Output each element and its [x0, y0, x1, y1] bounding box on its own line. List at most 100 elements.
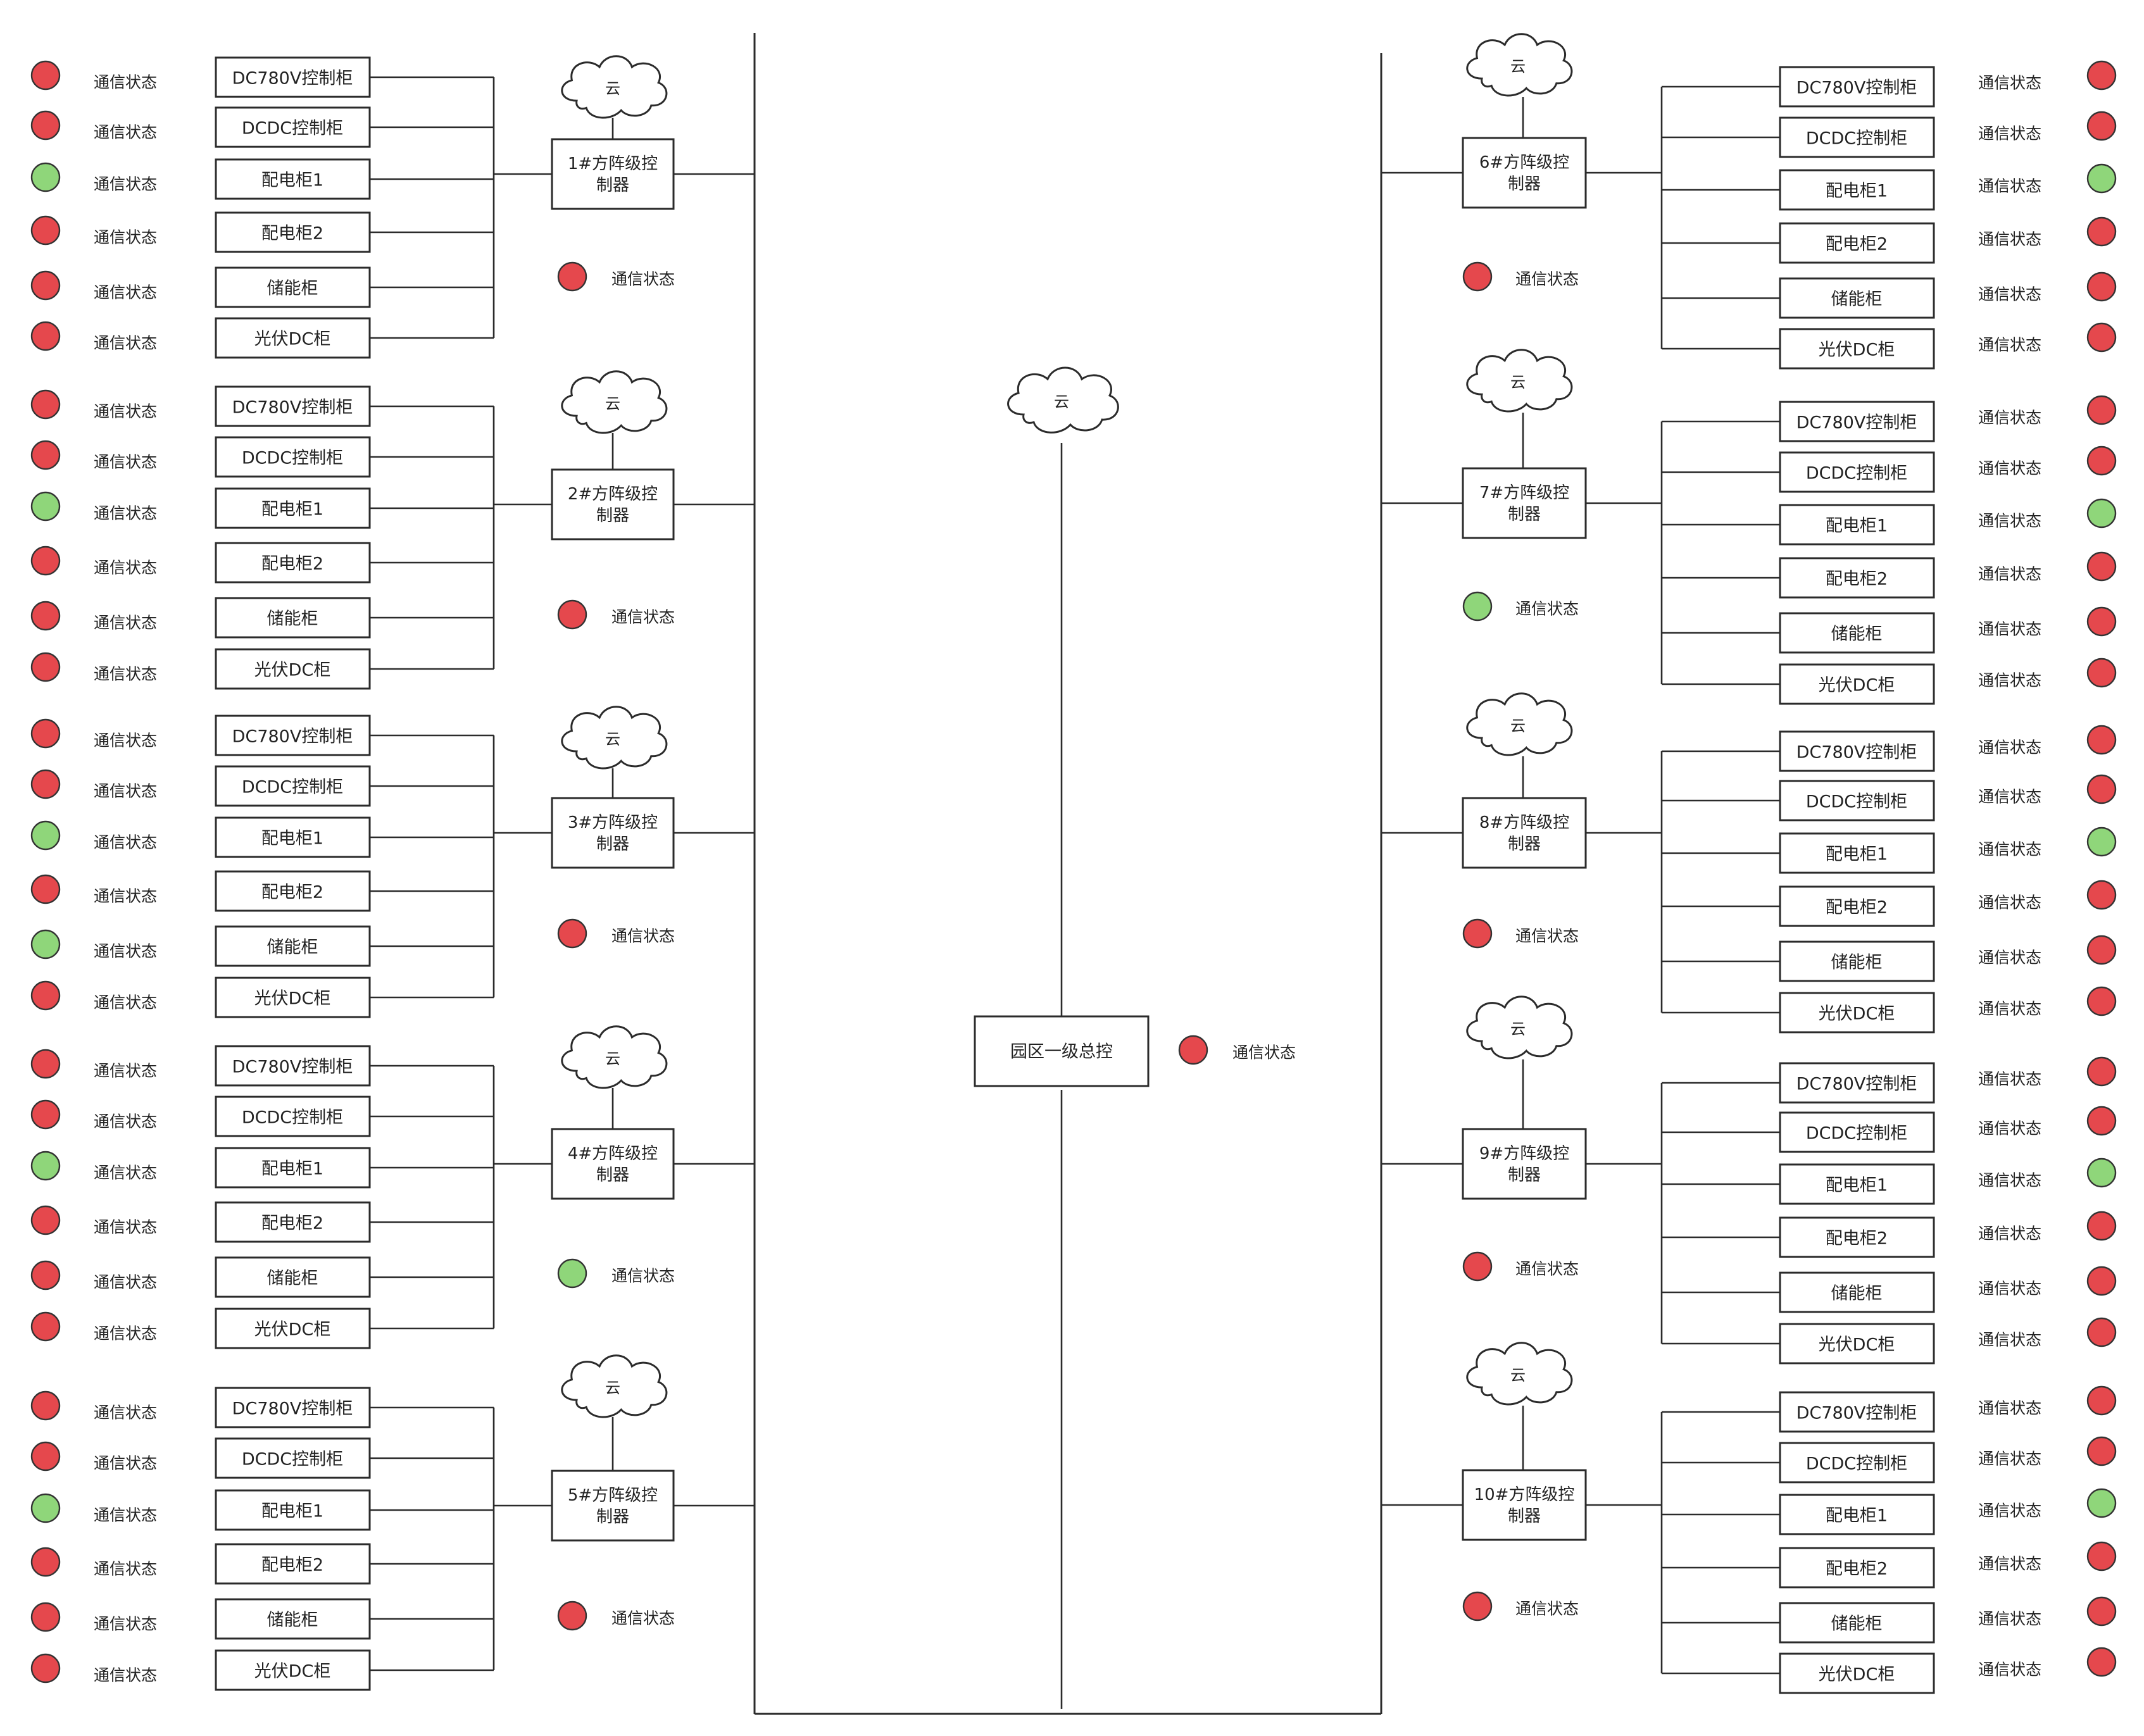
cabinet-2-box[interactable] — [215, 436, 371, 478]
cabinet-3-box[interactable] — [1779, 1163, 1935, 1205]
cabinet-2-box[interactable] — [1779, 451, 1935, 493]
cabinet-status-indicator — [30, 1205, 61, 1235]
cabinet-6-box[interactable] — [1779, 1323, 1935, 1364]
cabinet-4-box[interactable] — [1779, 1547, 1935, 1589]
cabinet-4-box[interactable] — [1779, 222, 1935, 264]
array-5-controller-box[interactable] — [551, 1470, 675, 1542]
cabinet-status-indicator — [2086, 725, 2117, 755]
cabinet-status-label: 通信状态 — [1978, 1280, 2041, 1298]
array-10-controller-box[interactable] — [1462, 1469, 1587, 1541]
cabinet-3-box[interactable] — [215, 1147, 371, 1189]
cabinet-label: 配电柜1 — [1826, 182, 1888, 201]
array-4-status-indicator — [557, 1258, 587, 1289]
cabinet-status-label: 通信状态 — [1978, 949, 2041, 967]
cabinet-4-box[interactable] — [215, 211, 371, 253]
cabinet-label: 配电柜1 — [261, 500, 323, 520]
cabinet-5-box[interactable] — [1779, 1602, 1935, 1644]
cabinet-6-box[interactable] — [215, 317, 371, 359]
cabinet-5-box[interactable] — [215, 1598, 371, 1640]
cabinet-5-box[interactable] — [215, 266, 371, 308]
cloud-label: 云 — [605, 1379, 620, 1397]
cloud-label: 云 — [605, 395, 620, 413]
cloud-label: 云 — [1510, 717, 1526, 735]
cloud-label: 云 — [1510, 373, 1526, 391]
cabinet-4-box[interactable] — [215, 1201, 371, 1243]
cabinet-status-label: 通信状态 — [1978, 1450, 2041, 1468]
cabinet-label: DC780V控制柜 — [232, 1399, 353, 1419]
array-4-controller-box[interactable] — [551, 1128, 675, 1200]
cabinet-1-box[interactable] — [215, 1045, 371, 1087]
cabinet-4-box[interactable] — [215, 1543, 371, 1585]
array-3-controller-box[interactable] — [551, 797, 675, 869]
cabinet-1-box[interactable] — [1779, 66, 1935, 108]
cabinet-label: 储能柜 — [1831, 1614, 1883, 1634]
array-9-controller-box[interactable] — [1462, 1128, 1587, 1200]
cabinet-status-label: 通信状态 — [94, 1615, 157, 1633]
array-7-status-indicator — [1462, 591, 1493, 621]
cabinet-3-box[interactable] — [1779, 832, 1935, 874]
cabinet-status-label: 通信状态 — [1978, 1502, 2041, 1520]
cabinet-3-box[interactable] — [215, 816, 371, 858]
array-2-controller-box[interactable] — [551, 468, 675, 540]
cabinet-6-box[interactable] — [1779, 992, 1935, 1033]
array-6-controller-box[interactable] — [1462, 137, 1587, 209]
cabinet-3-box[interactable] — [215, 158, 371, 200]
cabinet-label: 光伏DC柜 — [1819, 1665, 1895, 1685]
cabinet-6-box[interactable] — [215, 977, 371, 1018]
cabinet-1-box[interactable] — [215, 56, 371, 98]
cabinet-5-box[interactable] — [1779, 612, 1935, 654]
cabinet-label: 光伏DC柜 — [1819, 340, 1895, 360]
cabinet-label: DC780V控制柜 — [232, 398, 353, 418]
cabinet-4-box[interactable] — [1779, 1216, 1935, 1258]
cabinet-2-box[interactable] — [1779, 1442, 1935, 1483]
cabinet-status-label: 通信状态 — [94, 614, 157, 632]
park-status-indicator — [1178, 1035, 1208, 1065]
cabinet-1-box[interactable] — [215, 1387, 371, 1428]
cabinet-3-box[interactable] — [215, 487, 371, 529]
cabinet-1-box[interactable] — [1779, 1391, 1935, 1433]
cabinet-status-label: 通信状态 — [1978, 620, 2041, 639]
cabinet-status-label: 通信状态 — [94, 1062, 157, 1080]
cabinet-status-indicator — [30, 60, 61, 91]
cabinet-status-indicator — [2086, 606, 2117, 637]
cabinet-2-box[interactable] — [215, 106, 371, 148]
cabinet-2-box[interactable] — [1779, 1111, 1935, 1153]
cabinet-status-indicator — [2086, 1385, 2117, 1416]
cabinet-label: 配电柜1 — [261, 1159, 323, 1179]
cloud-icon — [1467, 350, 1572, 411]
cabinet-2-box[interactable] — [215, 765, 371, 807]
cabinet-6-box[interactable] — [215, 1308, 371, 1349]
cabinet-status-label: 通信状态 — [94, 1506, 157, 1525]
park-controller-box[interactable] — [974, 1015, 1150, 1087]
cabinet-label: DC780V控制柜 — [1796, 743, 1917, 763]
array-7-controller-box[interactable] — [1462, 467, 1587, 539]
cabinet-5-box[interactable] — [215, 1256, 371, 1298]
cabinet-4-box[interactable] — [215, 870, 371, 912]
cabinet-label: DC780V控制柜 — [232, 727, 353, 747]
cabinet-status-label: 通信状态 — [1978, 1399, 2041, 1418]
cabinet-label: 配电柜2 — [261, 1556, 323, 1575]
cabinet-status-indicator — [2086, 880, 2117, 910]
cabinet-6-box[interactable] — [1779, 328, 1935, 370]
cabinet-5-box[interactable] — [215, 597, 371, 639]
cabinet-status-label: 通信状态 — [1978, 1555, 2041, 1573]
array-8-controller-box[interactable] — [1462, 797, 1587, 869]
cabinet-5-box[interactable] — [1779, 940, 1935, 982]
cabinet-3-box[interactable] — [1779, 1494, 1935, 1535]
cloud-icon — [562, 1027, 667, 1088]
cabinet-label: 配电柜1 — [1826, 1176, 1888, 1196]
cabinet-status-label: 通信状态 — [1978, 285, 2041, 304]
array-2-status-indicator — [557, 599, 587, 630]
cabinet-4-box[interactable] — [1779, 885, 1935, 927]
cabinet-5-box[interactable] — [1779, 277, 1935, 319]
cabinet-1-box[interactable] — [215, 715, 371, 756]
cabinet-status-indicator — [30, 1653, 61, 1683]
cabinet-status-indicator — [30, 1260, 61, 1290]
cabinet-status-indicator — [30, 546, 61, 576]
cabinet-1-box[interactable] — [1779, 730, 1935, 772]
cabinet-1-box[interactable] — [215, 385, 371, 427]
cabinet-1-box[interactable] — [1779, 1062, 1935, 1104]
cabinet-5-box[interactable] — [215, 925, 371, 967]
array-1-controller-box[interactable] — [551, 138, 675, 210]
cabinet-label: 配电柜1 — [1826, 516, 1888, 536]
